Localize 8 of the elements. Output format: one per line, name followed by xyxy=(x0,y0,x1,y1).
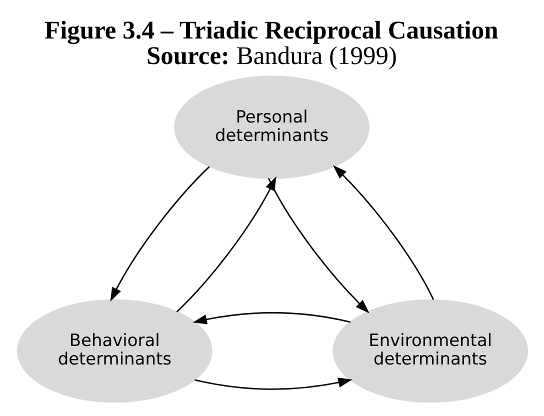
arrow xyxy=(332,165,434,300)
diagram-title: Figure 3.4 – Triadic Reciprocal Causation xyxy=(44,16,498,45)
arrow xyxy=(192,312,350,324)
arrow xyxy=(110,166,210,302)
node-ellipse: Behavioral determinants xyxy=(16,299,212,403)
arrow xyxy=(267,178,369,314)
arrow xyxy=(194,378,352,390)
arrow xyxy=(176,176,276,312)
